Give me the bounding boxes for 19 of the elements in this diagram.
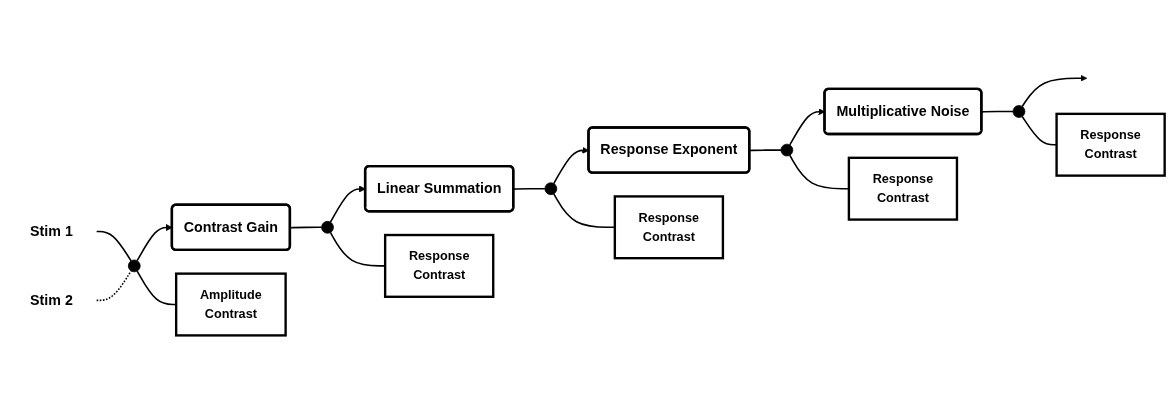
node-box: Response Contrast [613, 195, 725, 260]
arrow [1021, 74, 1088, 108]
node-box: Response Contrast [1055, 112, 1166, 177]
node-circle [127, 259, 141, 273]
connector [95, 270, 132, 302]
node-circle [321, 221, 334, 234]
node-circle [780, 143, 794, 157]
arrow [329, 185, 366, 224]
node-box: Amplitude Contrast [174, 272, 287, 337]
node-text: Stim 2 [30, 292, 73, 308]
node-circle [544, 182, 558, 196]
node-text: Stim 1 [30, 223, 73, 240]
node-box: Response Contrast [847, 156, 959, 221]
connector [329, 231, 386, 267]
node-box: Response Contrast [383, 233, 495, 299]
connector [289, 226, 323, 229]
node-circle [1012, 105, 1026, 118]
connector [95, 230, 132, 262]
connector [136, 270, 177, 306]
